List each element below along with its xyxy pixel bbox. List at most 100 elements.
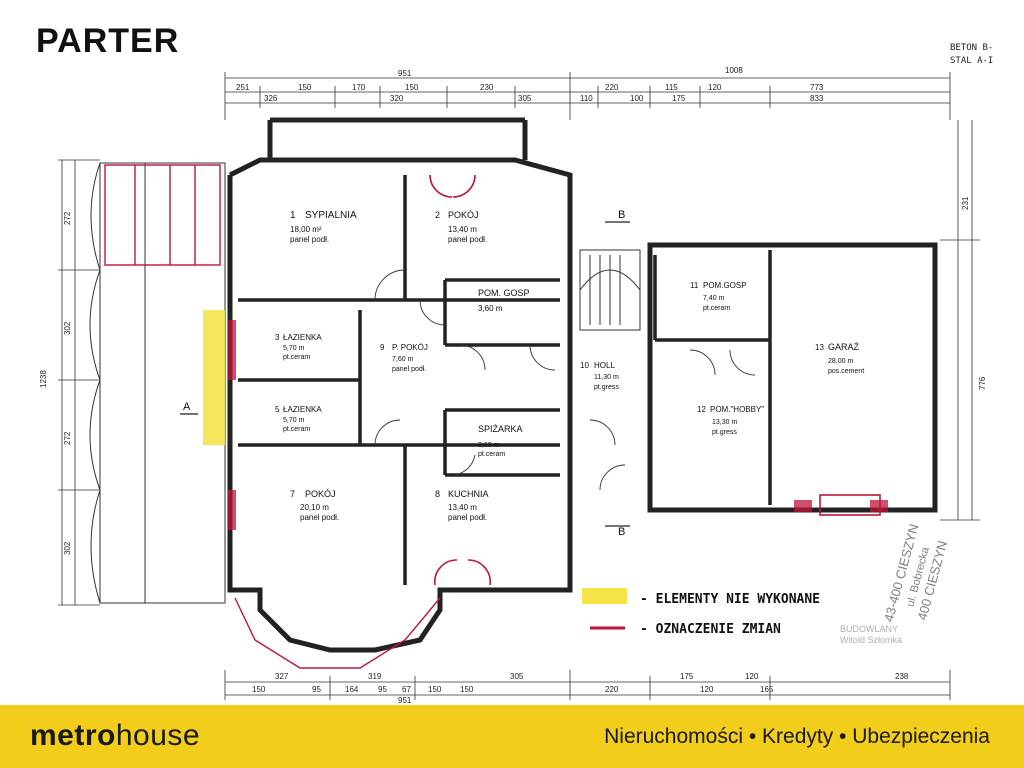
room-name: GARAŻ [828,342,860,352]
architect-stamp: 43-400 CIESZYN ul. Bobrecka 400 CIESZYN [881,522,950,623]
material-notes: BETON B- STAL A-I [950,42,993,68]
dim-top: 150 [405,83,419,92]
dim-top: 115 [665,83,678,92]
dim-left: 302 [63,541,72,555]
dim-top: 220 [605,83,619,92]
dim-top: 100 [630,94,644,103]
legend-label-not-built: - ELEMENTY NIE WYKONANE [640,592,820,607]
room-sypialnia: 1 SYPIALNIA 18,00 m² panel podł. [290,210,357,244]
top-dimension-lines [224,72,951,120]
room-number: 2 [435,210,440,220]
brand-logo[interactable]: metrohouse [30,719,200,753]
room-number: 7 [290,489,295,499]
room-area: 18,00 m² [290,225,322,234]
room-name: POM."HOBBY" [710,405,764,414]
room-name: POM. GOSP [478,288,530,298]
room-name: POKÓJ [305,489,336,499]
legend-swatch-not-built [582,588,627,604]
room-garaz: 13 GARAŻ 28,00 m pos.cement [815,342,864,375]
floor-plan: 1 SYPIALNIA 18,00 m² panel podł. 2 POKÓJ… [39,66,987,705]
room-name: KUCHNIA [448,489,489,499]
dim-top: 320 [390,94,404,103]
garage-wing-interior [653,250,772,505]
dim-bottom: 175 [680,672,694,681]
room-floor: pt.ceram [478,451,505,458]
legend-label-changes: - OZNACZENIE ZMIAN [640,622,781,637]
garage-wing-walls [647,242,938,513]
door-changes [429,174,881,586]
dim-top: 305 [518,94,532,103]
room-name: HOLL [594,361,615,370]
room-area: 20,10 m [300,503,329,512]
dim-top-total-right: 1008 [725,66,743,75]
dim-left: 272 [63,211,72,225]
dim-bottom: 327 [275,672,289,681]
dim-left: 272 [63,431,72,445]
room-area: 5,70 m [283,417,305,424]
room-name: POKÓJ [448,210,479,220]
brand-o: o [97,719,116,752]
room-name: SYPIALNIA [305,210,357,221]
dim-right: 231 [961,196,970,210]
floor-title: PARTER [36,22,180,60]
note-steel: STAL A-I [950,56,994,66]
room-area: 13,40 m [448,503,477,512]
room-number: 13 [815,343,824,352]
dim-top: 230 [480,83,494,92]
dim-bottom: 150 [428,685,442,694]
section-markers: A B B [180,209,630,538]
room-pokoj-7: 7 POKÓJ 20,10 m panel podł. [290,489,339,522]
dim-bottom: 67 [402,685,411,694]
room-number: 9 [380,343,385,352]
room-floor: panel podł. [448,513,487,522]
dim-bottom: 164 [345,685,359,694]
room-area: 7,60 m [392,356,414,363]
room-floor: panel podł. [392,366,426,373]
dim-left-total: 1238 [39,370,48,388]
staircase [579,249,641,331]
tagline: Nieruchomości • Kredyty • Ubezpieczenia [604,725,990,748]
room-area: 13,30 m [712,419,737,426]
room-area: 5,70 m [283,345,305,352]
room-number: 3 [275,333,280,342]
terrace-stairs-changes [104,164,221,266]
stamp-line: BUDOWLANY [840,624,898,634]
dim-top: 110 [580,94,593,103]
section-marker-b-bottom: B [618,526,625,538]
room-p-pokoj: 9 P. POKÓJ 7,60 m panel podł. [380,343,428,373]
room-floor: pt.gress [712,429,737,436]
note-concrete: BETON B- [950,43,994,53]
dim-top: 170 [352,83,366,92]
dim-bottom: 165 [760,685,774,694]
room-floor: pt.ceram [283,354,310,361]
footer-bar: metrohouse Nieruchomości • Kredyty • Ube… [0,705,1024,768]
dim-bottom: 319 [368,672,382,681]
room-floor: panel podł. [290,235,329,244]
room-area: 3,60 m [478,304,503,313]
room-lazienka-5: 5 ŁAZIENKA 5,70 m pt.ceram [275,405,322,433]
dim-top: 120 [708,83,722,92]
room-floor: panel podł. [448,235,487,244]
room-area: 13,40 m [448,225,477,234]
room-labels: 1 SYPIALNIA 18,00 m² panel podł. 2 POKÓJ… [275,210,864,522]
dim-bottom: 305 [510,672,524,681]
stamp-line: Witold Szłomka [840,635,902,645]
left-dimension-lines [58,159,100,606]
house-walls [227,117,573,653]
stamp-faint: BUDOWLANY Witold Szłomka [840,624,902,645]
room-number: 1 [290,210,296,221]
section-marker-a-left: A [183,401,191,413]
dim-bottom: 120 [745,672,759,681]
room-floor: pt.ceram [703,305,730,312]
room-number: 10 [580,361,589,370]
room-name: P. POKÓJ [392,343,428,352]
dim-top: 326 [264,94,278,103]
not-built-elements [203,310,225,445]
room-floor: pos.cement [828,368,864,375]
room-pom-gosp-a: POM. GOSP 3,60 m [478,288,530,313]
dim-bottom: 95 [378,685,387,694]
dim-top: 175 [672,94,686,103]
dimension-labels: 951 1008 251 150 170 150 230 220 115 120… [39,66,987,705]
dim-left: 302 [63,321,72,335]
room-number: 5 [275,405,280,414]
